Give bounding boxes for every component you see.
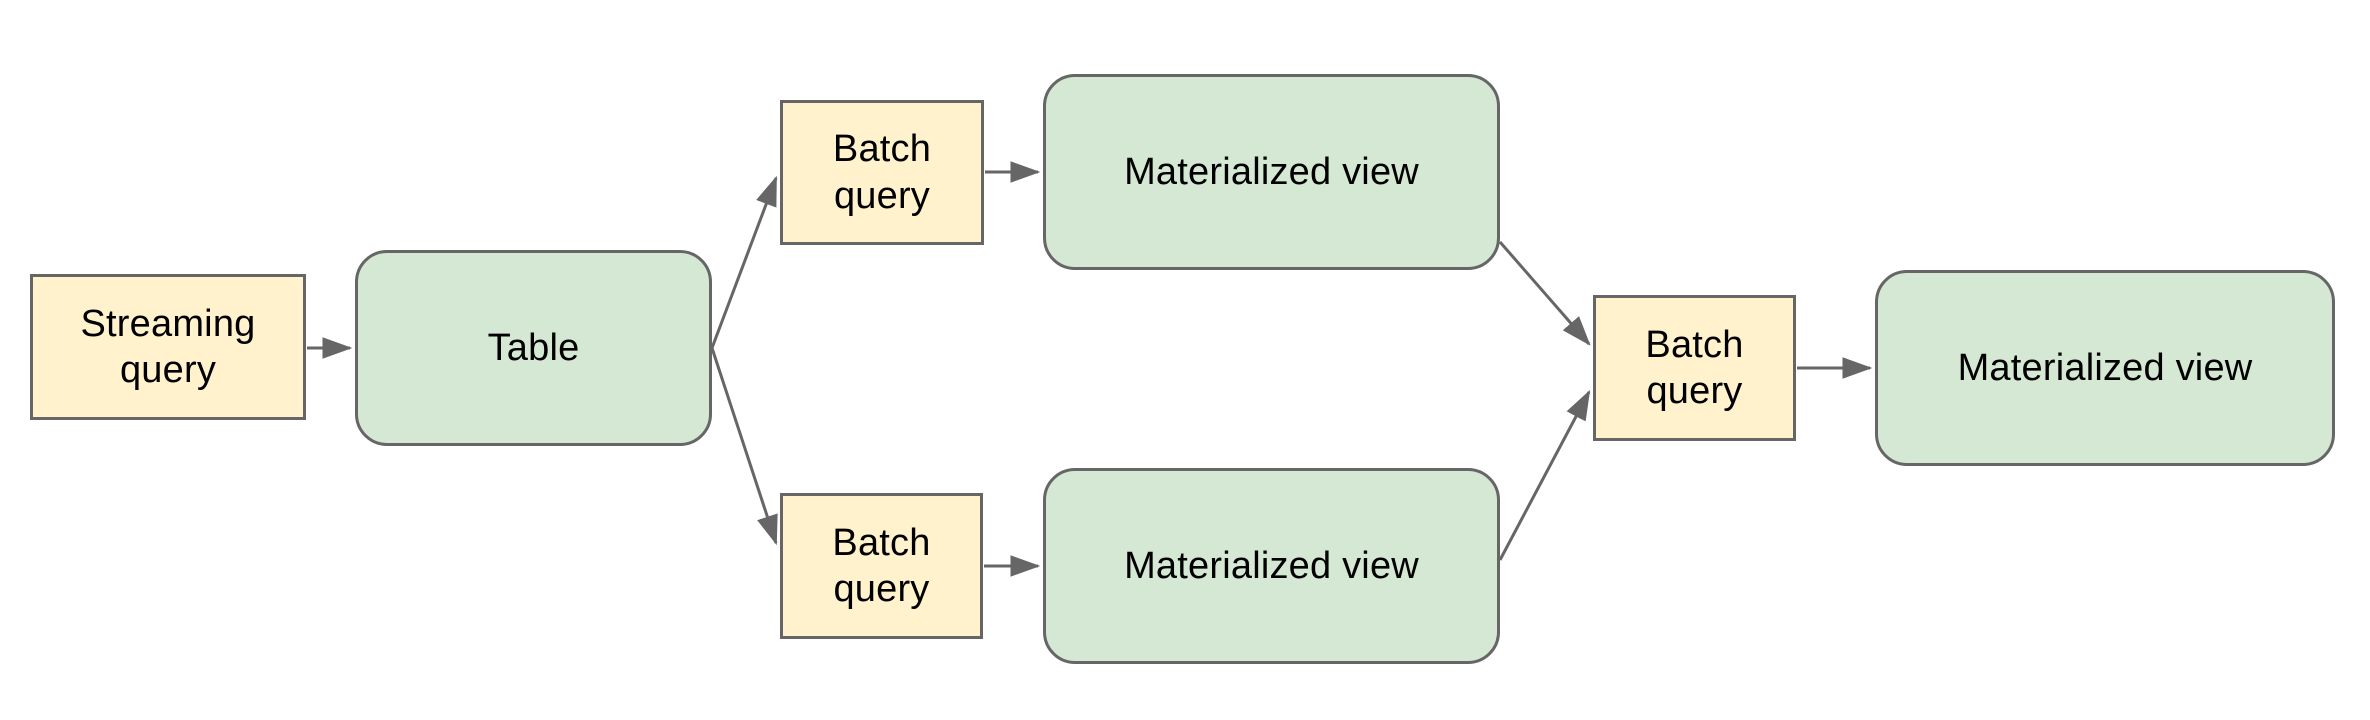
node-label: Streaming query [80, 302, 256, 391]
node-batch-query-top[interactable]: Batch query [780, 100, 984, 245]
node-label: Materialized view [1124, 150, 1419, 193]
edge-table-to-batch-query-bottom [710, 347, 778, 546]
node-batch-query-bottom[interactable]: Batch query [780, 493, 983, 639]
edge-materialized-view-bottom-to-batch-query-center [1498, 389, 1591, 561]
node-label: Batch query [832, 521, 931, 610]
node-label: Table [487, 326, 580, 369]
node-table[interactable]: Table [355, 250, 712, 446]
node-batch-query-center[interactable]: Batch query [1593, 295, 1796, 441]
edges-group [307, 161, 1873, 577]
node-label: Materialized view [1957, 346, 2253, 389]
edge-table-to-batch-query-top [710, 175, 778, 349]
node-label: Batch query [1645, 323, 1744, 412]
node-materialized-view-top[interactable]: Materialized view [1043, 74, 1500, 270]
node-materialized-view-bottom[interactable]: Materialized view [1043, 468, 1500, 664]
edge-materialized-view-top-to-batch-query-center [1498, 241, 1591, 346]
node-materialized-view-right[interactable]: Materialized view [1875, 270, 2335, 466]
node-label: Materialized view [1124, 544, 1419, 587]
node-label: Batch query [832, 128, 932, 217]
node-streaming-query[interactable]: Streaming query [30, 274, 306, 420]
